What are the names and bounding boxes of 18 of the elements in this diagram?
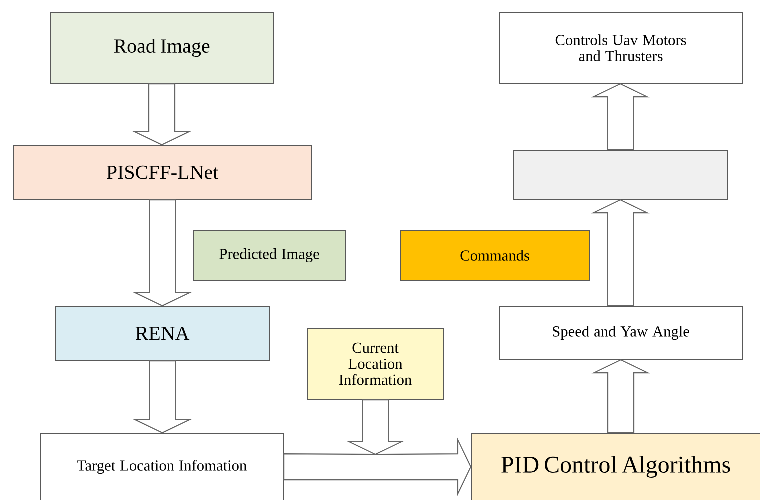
block-arrow [132,84,192,146]
process-box: Target Location Infomation [40,433,284,500]
block-arrow [284,400,472,496]
process-box: Commands [400,230,590,282]
block-arrow [592,359,650,434]
process-box: Predicted Image [193,230,346,282]
empty-box [513,150,728,200]
process-box: Current Location Information [307,328,444,400]
block-arrow [133,200,192,307]
block-arrow [133,360,192,434]
process-box: PISCFF-LNet [13,145,312,200]
process-box: Road Image [50,12,274,84]
process-box: Controls Uav Motors and Thrusters [499,12,744,84]
block-arrow [591,199,650,307]
process-box: Speed and Yaw Angle [499,306,744,360]
process-box: RENA [55,306,270,362]
block-arrow [591,83,650,151]
process-box: PID Control Algorithms [471,433,760,500]
